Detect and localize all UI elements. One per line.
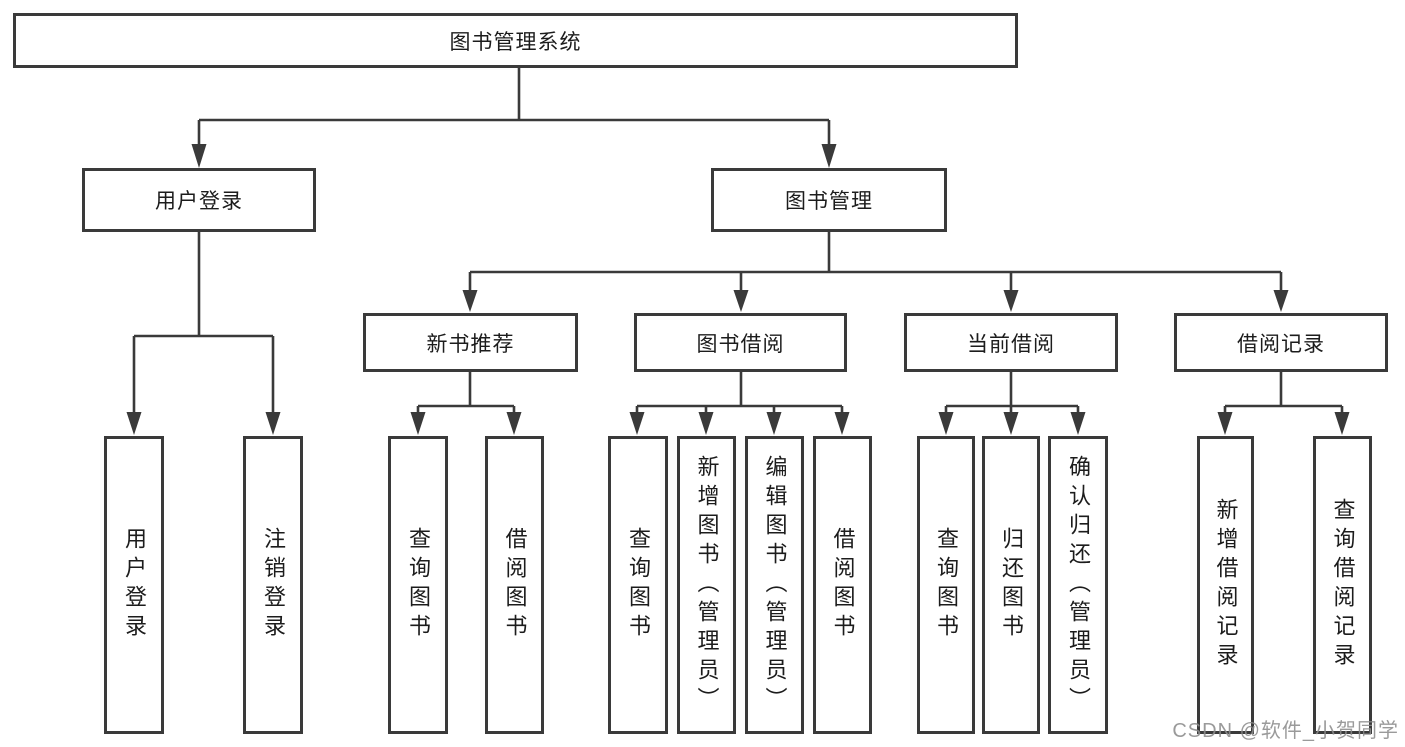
leaf-borrow-edit-books-admin-label: 编辑图书（管理员） (762, 454, 788, 716)
node-borrow-record-label: 借阅记录 (1237, 332, 1325, 356)
leaf-current-query-books: 查询图书 (917, 436, 975, 734)
node-new-book-recommend: 新书推荐 (363, 313, 578, 372)
leaf-newrec-query-books: 查询图书 (388, 436, 448, 734)
leaf-borrow-borrow-books-label: 借阅图书 (830, 527, 856, 643)
node-current-borrow-label: 当前借阅 (967, 332, 1055, 356)
node-current-borrow: 当前借阅 (904, 313, 1118, 372)
leaf-borrow-query-books: 查询图书 (608, 436, 668, 734)
node-book-borrow-label: 图书借阅 (696, 332, 785, 356)
leaf-borrow-borrow-books: 借阅图书 (813, 436, 872, 734)
leaf-borrow-add-books-admin: 新增图书（管理员） (677, 436, 736, 734)
leaf-current-confirm-return-admin-label: 确认归还（管理员） (1066, 454, 1091, 716)
leaf-borrow-edit-books-admin: 编辑图书（管理员） (745, 436, 804, 734)
connector-book-mgmt-to-sections (462, 230, 1289, 312)
leaf-newrec-query-books-label: 查询图书 (406, 527, 431, 643)
csdn-watermark: CSDN @软件_小贺同学 (1172, 720, 1399, 742)
connector-user-login-to-leaves (126, 230, 281, 435)
leaf-current-return-books: 归还图书 (982, 436, 1040, 734)
leaf-borrow-add-books-admin-label: 新增图书（管理员） (694, 454, 720, 716)
leaf-newrec-borrow-books-label: 借阅图书 (502, 527, 528, 643)
leaf-record-add-borrow-record: 新增借阅记录 (1197, 436, 1254, 734)
node-user-login-branch: 用户登录 (82, 168, 316, 232)
leaf-record-add-borrow-record-label: 新增借阅记录 (1213, 498, 1239, 672)
connector-borrow-record-to-leaves (1217, 370, 1350, 435)
leaf-current-confirm-return-admin: 确认归还（管理员） (1048, 436, 1108, 734)
node-user-login-branch-label: 用户登录 (155, 190, 243, 213)
node-root-system-label: 图书管理系统 (449, 30, 582, 54)
leaf-current-query-books-label: 查询图书 (934, 527, 959, 643)
node-book-borrow: 图书借阅 (634, 313, 847, 372)
leaf-current-return-books-label: 归还图书 (999, 527, 1024, 643)
node-new-book-recommend-label: 新书推荐 (426, 332, 515, 356)
leaf-record-query-borrow-record-label: 查询借阅记录 (1330, 498, 1356, 672)
node-book-management-branch: 图书管理 (711, 168, 947, 232)
connector-current-borrow-to-leaves (938, 370, 1086, 435)
connector-book-borrow-to-leaves (629, 370, 850, 435)
leaf-user-login-label: 用户登录 (122, 527, 147, 643)
node-borrow-record: 借阅记录 (1174, 313, 1388, 372)
leaf-borrow-query-books-label: 查询图书 (626, 527, 651, 643)
node-book-management-branch-label: 图书管理 (785, 190, 873, 213)
leaf-newrec-borrow-books: 借阅图书 (485, 436, 544, 734)
leaf-record-query-borrow-record: 查询借阅记录 (1313, 436, 1372, 734)
leaf-logout-label: 注销登录 (261, 527, 286, 643)
connector-root-to-branches (191, 67, 837, 168)
leaf-user-login: 用户登录 (104, 436, 164, 734)
node-root-system: 图书管理系统 (13, 13, 1018, 68)
connector-new-book-rec-to-leaves (410, 370, 522, 435)
leaf-logout: 注销登录 (243, 436, 303, 734)
